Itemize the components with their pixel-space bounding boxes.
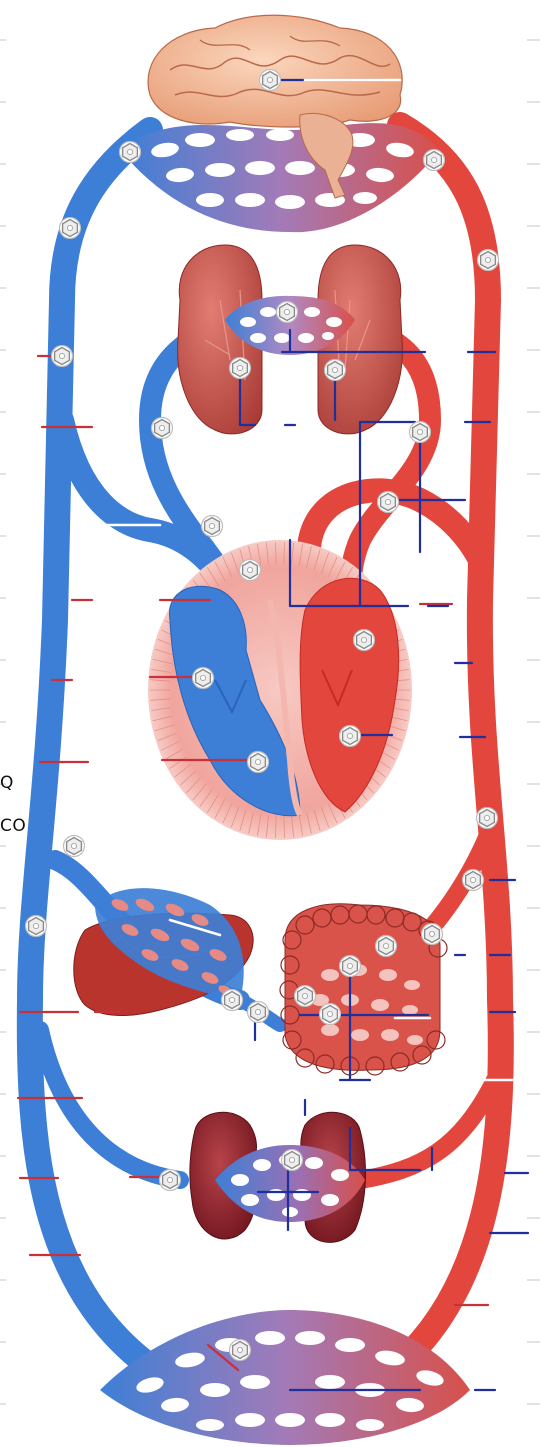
hexagon-pin-icon[interactable] xyxy=(60,218,81,239)
capillary-hole xyxy=(255,1331,285,1345)
capillary-hole xyxy=(245,161,275,175)
hexagon-pin-icon[interactable] xyxy=(260,70,281,91)
capillary-hole xyxy=(298,333,314,343)
capillary-hole xyxy=(200,1383,230,1397)
hexagon-pin-icon[interactable] xyxy=(478,250,499,271)
capillary-hole xyxy=(185,133,215,147)
handwritten-fragment-co: CO xyxy=(0,816,26,836)
hexagon-pin-icon[interactable] xyxy=(340,956,361,977)
hexagon-pin-icon[interactable] xyxy=(230,358,251,379)
hexagon-pin-icon[interactable] xyxy=(277,302,298,323)
capillary-hole xyxy=(196,1419,224,1431)
hexagon-pin-icon[interactable] xyxy=(160,1170,181,1191)
capillary-hole xyxy=(315,1413,345,1427)
capillary-hole xyxy=(356,1419,384,1431)
capillary-hole xyxy=(240,317,256,327)
hexagon-pin-icon[interactable] xyxy=(230,1340,251,1361)
capillary-hole xyxy=(315,1375,345,1389)
capillary-hole xyxy=(274,333,290,343)
capillary-hole xyxy=(331,1169,349,1181)
capillary-hole xyxy=(275,195,305,209)
capillary-hole xyxy=(407,1035,423,1045)
capillary-hole xyxy=(235,193,265,207)
hexagon-pin-icon[interactable] xyxy=(26,916,47,937)
capillary-hole xyxy=(267,1189,285,1201)
capillary-hole xyxy=(404,980,420,990)
capillary-hole xyxy=(266,129,294,141)
hexagon-pin-icon[interactable] xyxy=(410,422,431,443)
hexagon-pin-icon[interactable] xyxy=(340,726,361,747)
hexagon-pin-icon[interactable] xyxy=(193,668,214,689)
capillary-hole xyxy=(240,1375,270,1389)
capillary-hole xyxy=(205,163,235,177)
hexagon-pin-icon[interactable] xyxy=(295,986,316,1007)
capillary-hole xyxy=(275,1413,305,1427)
capillary-hole xyxy=(326,317,342,327)
hexagon-pin-icon[interactable] xyxy=(248,1002,269,1023)
capillary-hole xyxy=(335,1338,365,1352)
hexagon-pin-icon[interactable] xyxy=(120,142,141,163)
hexagon-pin-icon[interactable] xyxy=(422,924,443,945)
handwritten-fragment-q: Q xyxy=(0,773,14,793)
hexagon-pin-icon[interactable] xyxy=(463,870,484,891)
capillary-hole xyxy=(250,333,266,343)
capillary-hole xyxy=(321,969,339,981)
hexagon-pin-icon[interactable] xyxy=(325,360,346,381)
capillary-hole xyxy=(285,161,315,175)
capillary-hole xyxy=(322,332,334,340)
capillary-hole xyxy=(235,1413,265,1427)
capillary-hole xyxy=(379,969,397,981)
hexagon-pin-icon[interactable] xyxy=(152,418,173,439)
capillary-hole xyxy=(321,1194,339,1206)
capillary-hole xyxy=(371,999,389,1011)
capillary-hole xyxy=(226,129,254,141)
capillary-hole xyxy=(196,193,224,207)
hexagon-pin-icon[interactable] xyxy=(202,516,223,537)
hexagon-pin-icon[interactable] xyxy=(320,1004,341,1025)
capillary-hole xyxy=(304,307,320,317)
hexagon-pin-icon[interactable] xyxy=(52,346,73,367)
capillary-hole xyxy=(381,1029,399,1041)
capillary-hole xyxy=(295,1331,325,1345)
hexagon-pin-icon[interactable] xyxy=(378,492,399,513)
capillary-hole xyxy=(353,192,377,204)
capillary-hole xyxy=(282,1207,298,1217)
capillary-hole xyxy=(293,1189,311,1201)
capillary-hole xyxy=(241,1194,259,1206)
capillary-hole xyxy=(231,1174,249,1186)
heart-icon xyxy=(148,540,412,840)
vena-cava-outer-left xyxy=(30,130,170,1380)
capillary-hole xyxy=(260,307,276,317)
capillary-hole xyxy=(402,1005,418,1015)
hexagon-pin-icon[interactable] xyxy=(376,936,397,957)
capillary-hole xyxy=(321,1024,339,1036)
hexagon-pin-icon[interactable] xyxy=(222,990,243,1011)
renal-vein-branch xyxy=(40,1030,180,1180)
hexagon-pin-icon[interactable] xyxy=(477,808,498,829)
capillary-hole xyxy=(351,1029,369,1041)
capillary-hole xyxy=(305,1157,323,1169)
brain-capillary-bed xyxy=(120,123,440,232)
hexagon-pin-icon[interactable] xyxy=(282,1150,303,1171)
renal-artery xyxy=(360,1080,495,1180)
hexagon-pin-icon[interactable] xyxy=(248,752,269,773)
hexagon-pin-icon[interactable] xyxy=(240,560,261,581)
hexagon-pin-icon[interactable] xyxy=(424,150,445,171)
capillary-hole xyxy=(253,1159,271,1171)
hexagon-pin-icon[interactable] xyxy=(354,630,375,651)
hexagon-pin-icon[interactable] xyxy=(64,836,85,857)
